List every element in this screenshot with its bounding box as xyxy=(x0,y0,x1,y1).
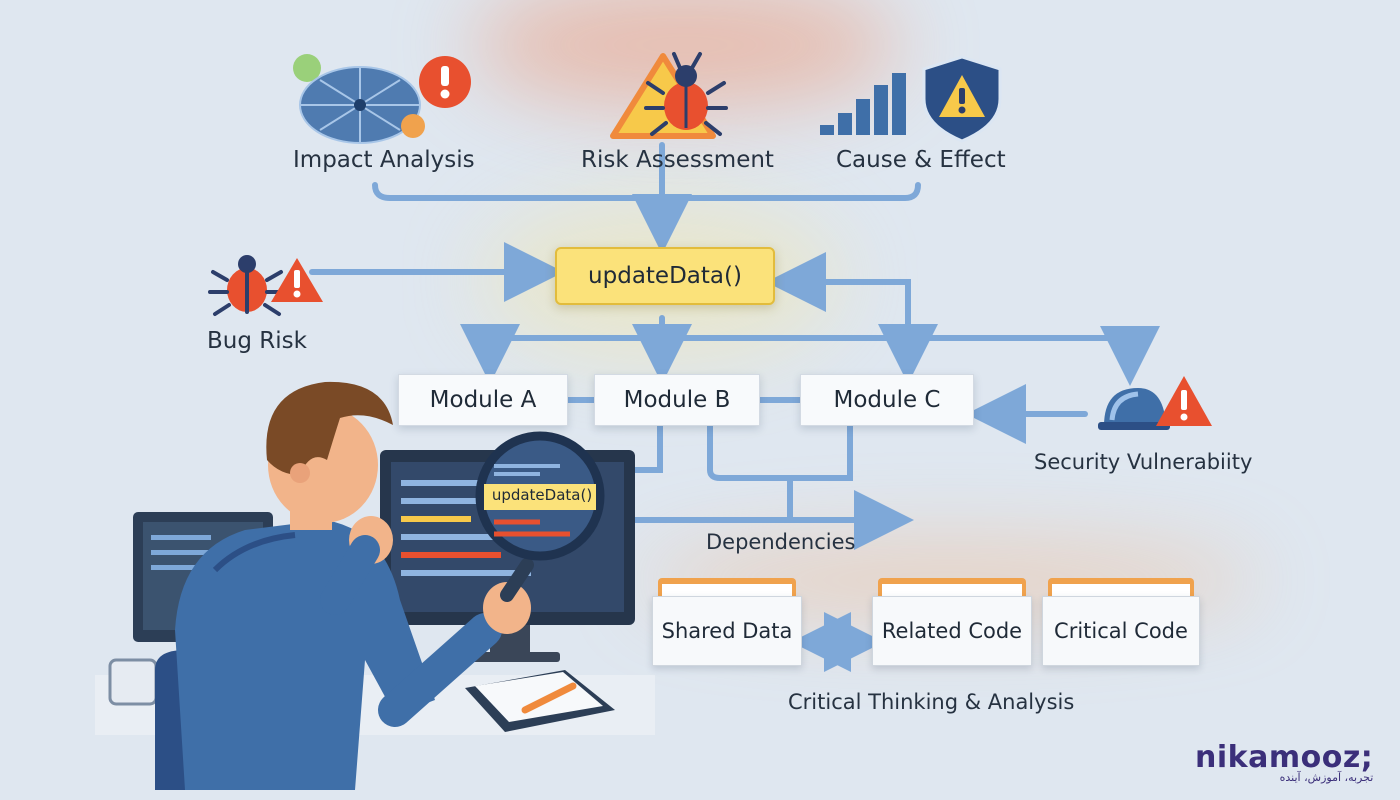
dependencies-label: Dependencies xyxy=(706,530,856,554)
magnifier-icon xyxy=(475,431,605,561)
impact-analysis-label: Impact Analysis xyxy=(293,147,475,173)
folder-shared-data[interactable]: Shared Data xyxy=(652,578,802,666)
folder-label: Related Code xyxy=(872,596,1032,666)
bug-risk-label: Bug Risk xyxy=(207,328,307,354)
bug-warning-icon xyxy=(610,52,728,139)
brand-tagline: تجربه، آموزش، آینده xyxy=(1279,771,1374,784)
module-a-box[interactable]: Module A xyxy=(398,374,568,426)
folder-label: Critical Code xyxy=(1042,596,1200,666)
brand-name: nikamooz; xyxy=(1195,740,1374,775)
security-helmet-warning-icon xyxy=(1098,376,1212,430)
folder-critical-code[interactable]: Critical Code xyxy=(1042,578,1200,666)
module-b-box[interactable]: Module B xyxy=(594,374,760,426)
magnifier-text: updateData() xyxy=(491,486,593,504)
critical-thinking-label: Critical Thinking & Analysis xyxy=(788,690,1075,714)
nikamooz-logo: nikamooz; تجربه، آموزش، آینده xyxy=(1195,740,1373,784)
bar-chart-shield-icon xyxy=(820,55,1002,143)
folder-related-code[interactable]: Related Code xyxy=(872,578,1032,666)
globe-network-icon xyxy=(293,54,471,144)
folder-label: Shared Data xyxy=(652,596,802,666)
risk-assessment-label: Risk Assessment xyxy=(581,147,774,173)
module-c-box[interactable]: Module C xyxy=(800,374,974,426)
bug-risk-icon xyxy=(208,255,323,316)
update-data-function-box[interactable]: updateData() xyxy=(555,247,775,305)
cause-effect-label: Cause & Effect xyxy=(836,147,1006,173)
security-vulnerability-label: Security Vulnerabiity xyxy=(1034,450,1253,474)
